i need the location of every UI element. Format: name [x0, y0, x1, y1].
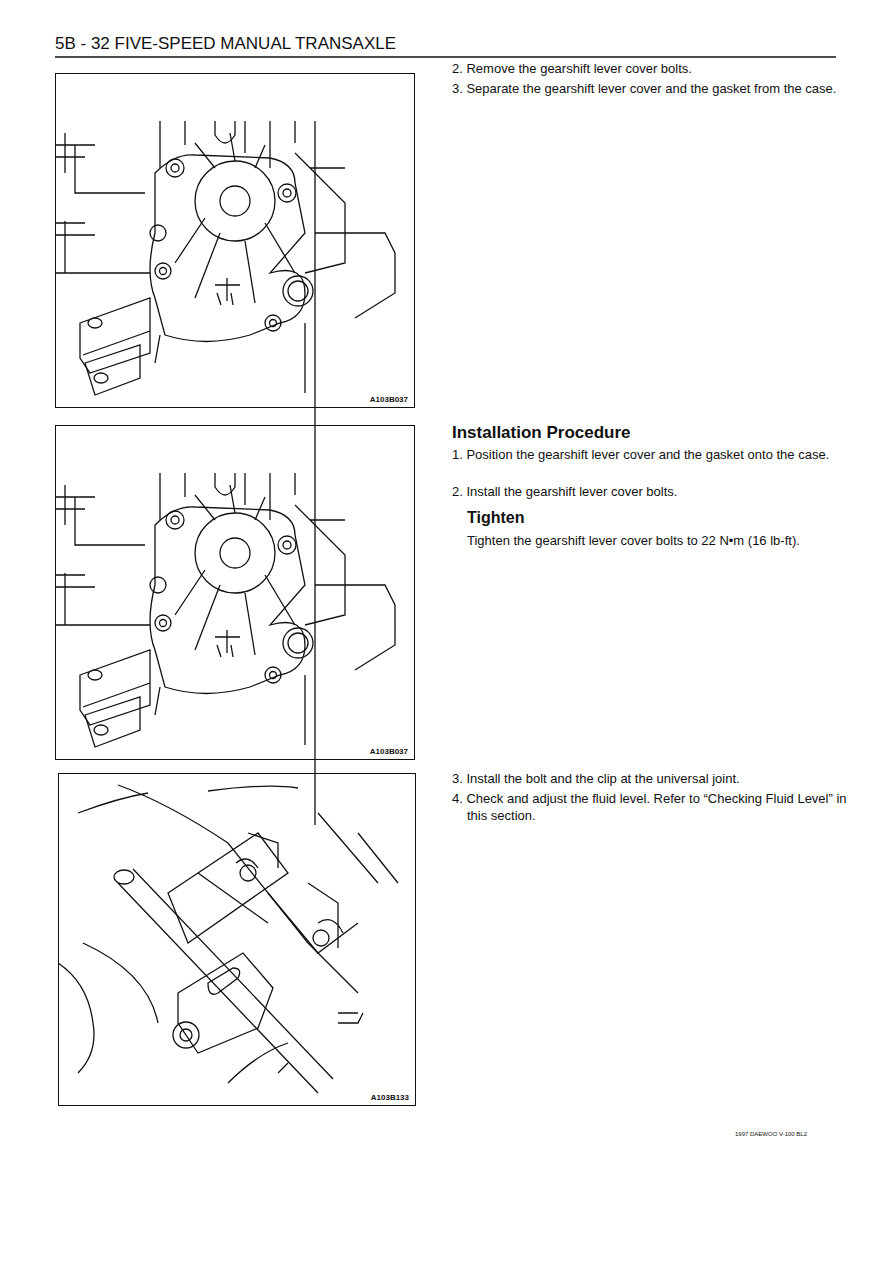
footer-note: 1997 DAEWOO V-100 BL2: [735, 1130, 855, 1138]
step-text: 3. Install the bolt and the clip at the …: [452, 770, 847, 787]
step-text: 2. Remove the gearshift lever cover bolt…: [452, 60, 847, 77]
section-heading: Installation Procedure: [452, 423, 832, 443]
figure-frame: A103B133: [58, 773, 416, 1106]
torque-spec: Tighten the gearshift lever cover bolts …: [467, 532, 822, 549]
figure-code: A103B037: [370, 395, 408, 404]
page-header: 5B - 32 FIVE-SPEED MANUAL TRANSAXLE: [55, 34, 396, 54]
step-text: 1. Position the gearshift lever cover an…: [452, 446, 847, 463]
figure-code: A103B133: [371, 1093, 409, 1102]
step-text: 2. Install the gearshift lever cover bol…: [452, 483, 847, 500]
step-text: 3. Separate the gearshift lever cover an…: [452, 80, 847, 97]
step-text: 4. Check and adjust the fluid level. Ref…: [452, 790, 847, 824]
figure-code: A103B037: [370, 747, 408, 756]
figure-frame: A103B037: [55, 425, 415, 760]
figure-frame: A103B037: [55, 73, 415, 408]
tighten-heading: Tighten: [467, 508, 827, 527]
